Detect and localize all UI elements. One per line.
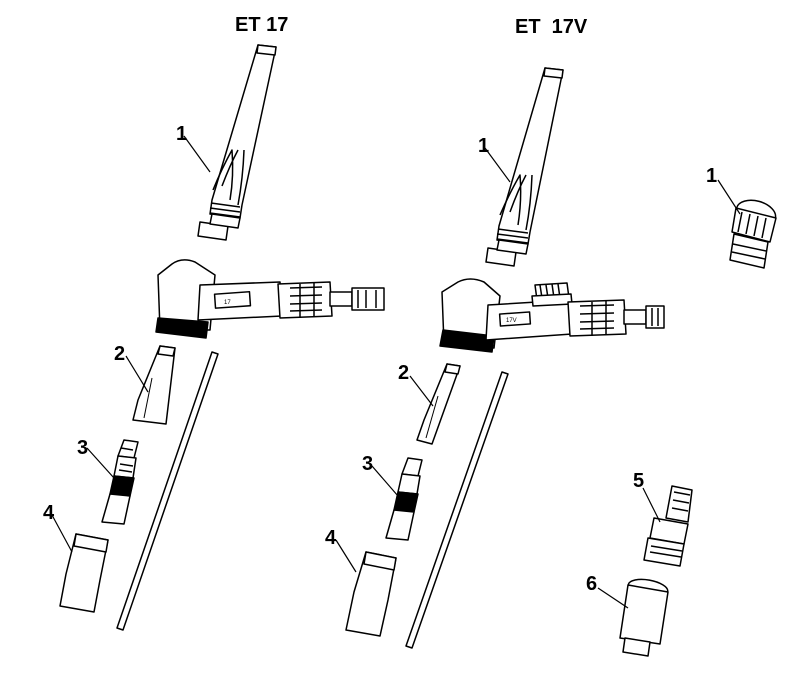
collet-body-left [101,439,139,525]
title-et17: ET 17 [235,14,289,36]
electrode-right [405,371,509,649]
callout-left-1: 1 [176,123,188,145]
collet-left [132,345,176,425]
handle-label-left: 17 [224,300,231,306]
callout-right-2: 2 [398,362,410,384]
torch-head-right: 17V [439,278,665,353]
callout-right-4: 4 [325,527,337,549]
collet-right [416,363,461,445]
back-cap-long-right [485,67,564,267]
back-cap-short [729,199,777,269]
nozzle-right [345,551,397,637]
callout-extra-1: 1 [706,165,718,187]
handle-label-right: 17V [506,318,517,324]
callout-right-1: 1 [478,135,490,157]
gas-lens-body [643,485,693,567]
callout-extra-6: 6 [586,573,598,595]
nozzle-left [59,533,109,613]
gas-lens-nozzle [619,578,669,657]
callout-right-3: 3 [362,453,374,475]
callout-left-2: 2 [114,343,126,365]
torch-head-left: 17 [155,259,385,339]
callout-left-4: 4 [43,502,55,524]
collet-body-right [385,457,423,541]
title-et17v: ET 17V [515,16,588,38]
callout-extra-5: 5 [633,470,645,492]
callout-left-3: 3 [77,437,89,459]
electrode-left [116,351,219,631]
back-cap-long-left [197,44,277,241]
